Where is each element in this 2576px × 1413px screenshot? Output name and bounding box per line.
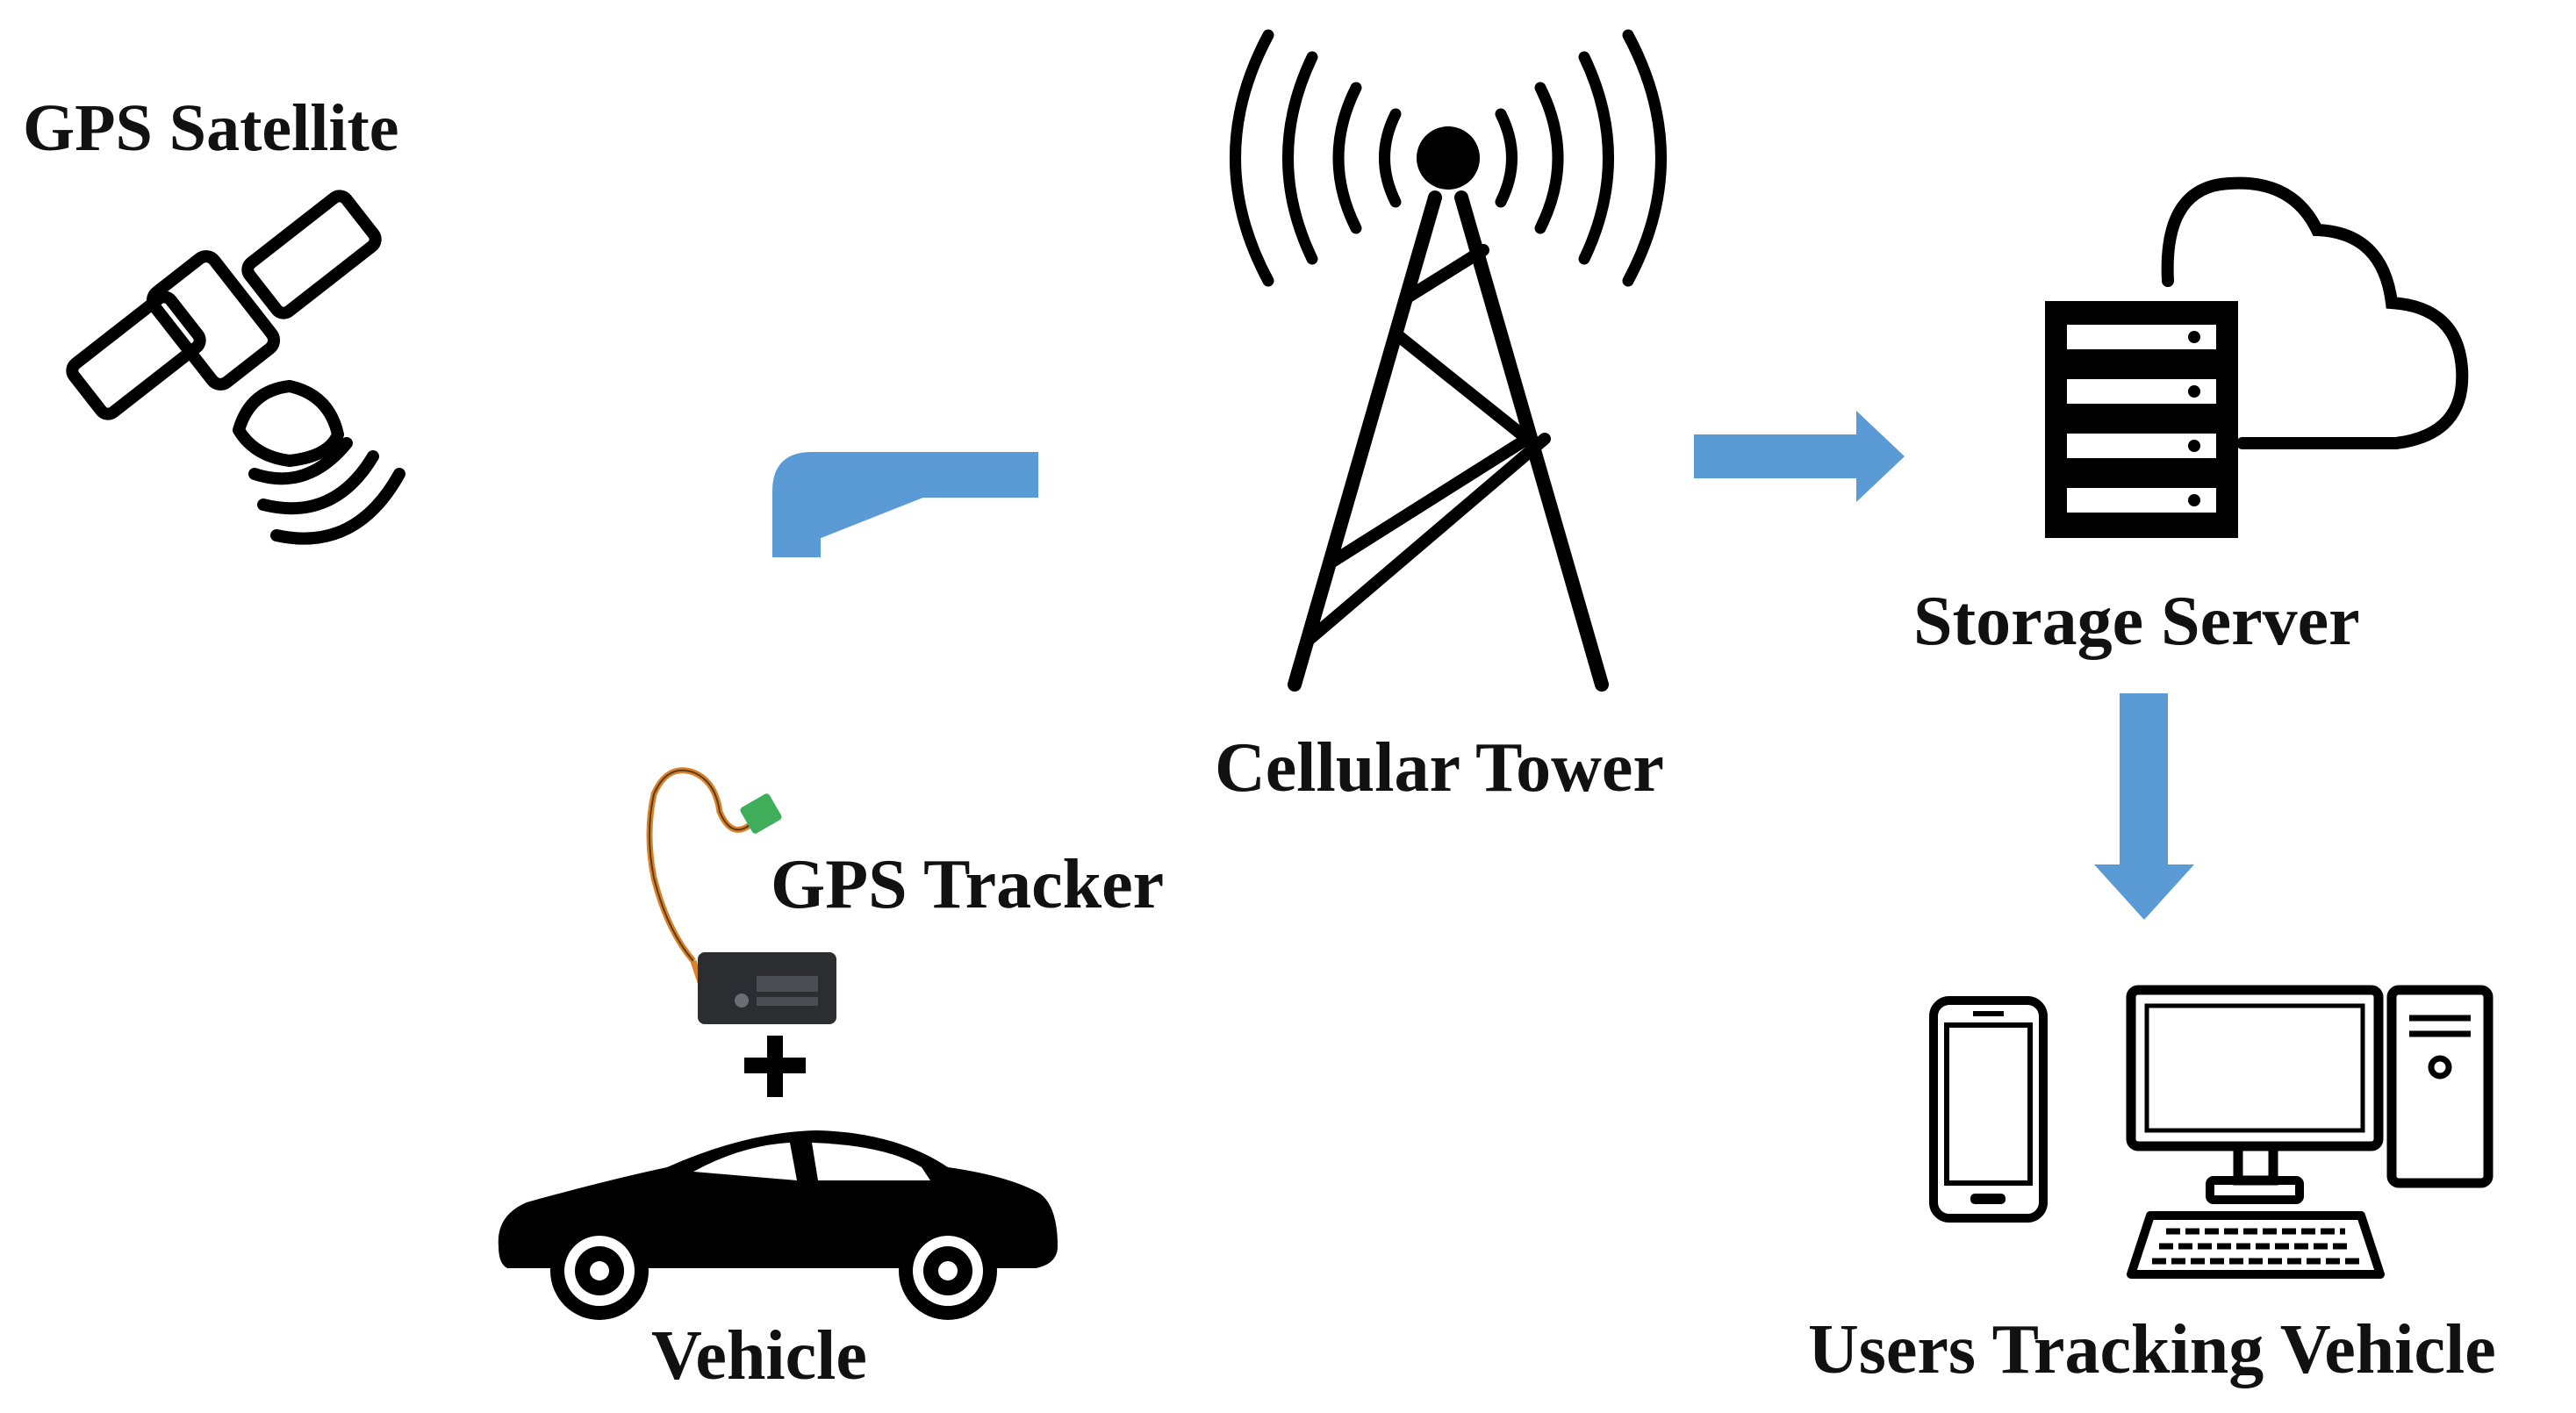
label-vehicle: Vehicle — [651, 1317, 867, 1395]
satellite-icon — [66, 190, 405, 545]
desktop-computer-icon — [2126, 985, 2493, 1279]
server-cloud-icon — [2045, 176, 2469, 538]
arrow-server-to-users — [2094, 693, 2194, 920]
arrow-tracker-to-tower — [772, 402, 1082, 557]
gps-tracker-icon — [646, 767, 836, 1024]
smartphone-icon — [1929, 996, 2048, 1223]
label-cellular-tower: Cellular Tower — [1215, 729, 1664, 807]
label-storage-server: Storage Server — [1913, 583, 2360, 660]
label-gps-tracker: GPS Tracker — [771, 846, 1165, 923]
cell-tower-icon — [1230, 29, 1667, 692]
car-icon — [498, 1130, 1058, 1320]
plus-icon — [744, 1036, 806, 1097]
label-users-tracking-vehicle: Users Tracking Vehicle — [1808, 1311, 2496, 1388]
label-gps-satellite: GPS Satellite — [23, 91, 399, 165]
arrow-tower-to-server — [1694, 411, 1905, 502]
